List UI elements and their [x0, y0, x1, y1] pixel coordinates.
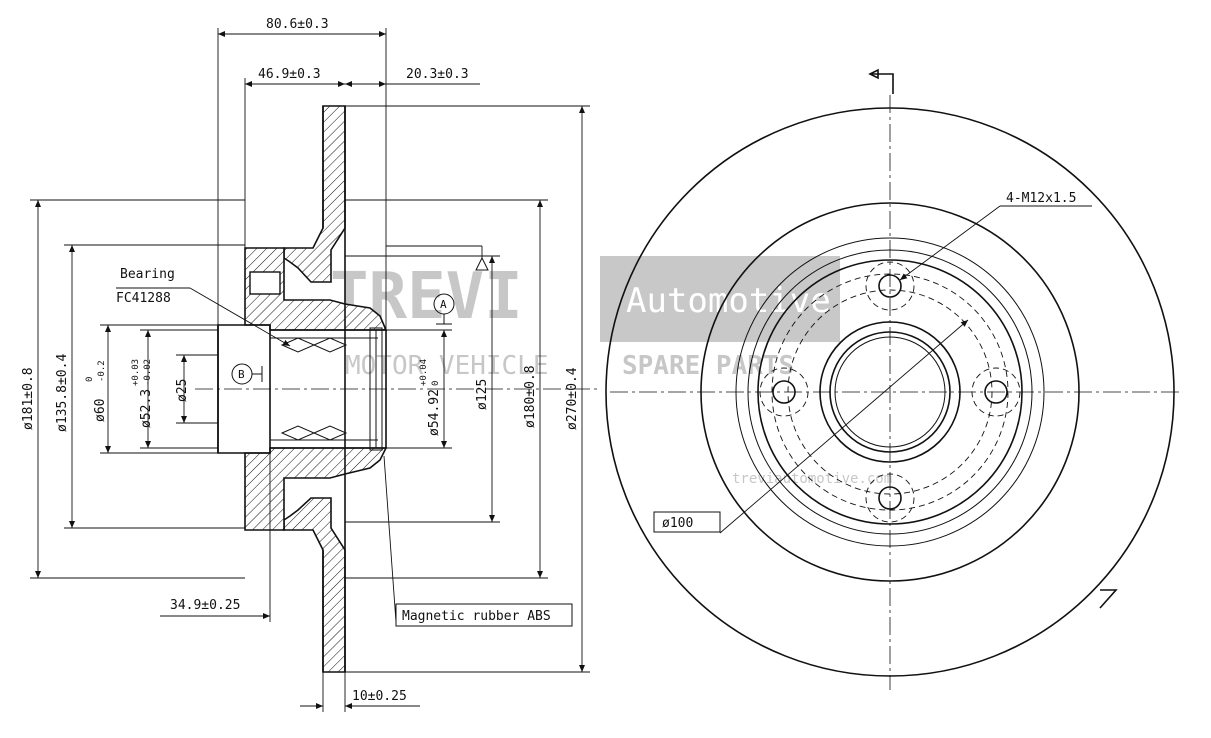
disc-section-lower	[283, 497, 346, 673]
bearing-label: Bearing	[120, 267, 175, 282]
pcd-label: ø100	[662, 516, 693, 531]
dim-disc-offset: 20.3±0.3	[406, 67, 469, 82]
dia-25: ø25	[175, 379, 190, 402]
dia-54: ø54.92	[427, 389, 442, 436]
dia-60: ø60	[93, 399, 108, 422]
datum-b-letter: B	[238, 368, 245, 381]
dia-180: ø180±0.8	[523, 365, 538, 428]
dim-hub-width: 46.9±0.3	[258, 67, 321, 82]
dia-60-tol-upper: 0	[85, 377, 95, 382]
dia-54-tol-upper: +0.04	[419, 359, 429, 386]
abs-label: Magnetic rubber ABS	[402, 609, 551, 624]
datum-a: A	[386, 245, 489, 325]
dia-60-tol-lower: -0.2	[97, 360, 107, 382]
dia-135: ø135.8±0.4	[55, 354, 70, 432]
dia-52-tol-upper: +0.03	[131, 359, 141, 386]
dim-bearing-offset: 34.9±0.25	[170, 598, 240, 613]
dia-181: ø181±0.8	[21, 367, 36, 430]
stud-hole	[249, 271, 281, 295]
disc-section-upper	[283, 105, 346, 283]
bearing-code: FC41288	[116, 291, 171, 306]
section-view: 80.6±0.3 46.9±0.3 20.3±0.3 34.9±0.25 10±…	[21, 17, 600, 712]
datum-b: B	[231, 363, 263, 385]
dim-overall-width: 80.6±0.3	[266, 17, 329, 32]
watermark-url: treviautomotive.com	[732, 471, 892, 487]
watermark-box	[600, 256, 840, 342]
dim-disc-thickness: 10±0.25	[352, 689, 407, 704]
thread-label: 4-M12x1.5	[1006, 191, 1076, 206]
dia-270: ø270±0.4	[565, 367, 580, 430]
watermark-tagline-right: SPARE PARTS	[622, 351, 794, 381]
dia-54-tol-lower: 0	[431, 381, 441, 386]
datum-a-letter: A	[440, 298, 447, 311]
front-view: 4-M12x1.5 ø100	[605, 68, 1180, 690]
watermark-brand-suffix: Automotive	[626, 281, 831, 321]
dia-125: ø125	[475, 379, 490, 410]
dia-52-tol-lower: -0.02	[143, 359, 153, 386]
dia-52: ø52.3	[139, 389, 154, 428]
